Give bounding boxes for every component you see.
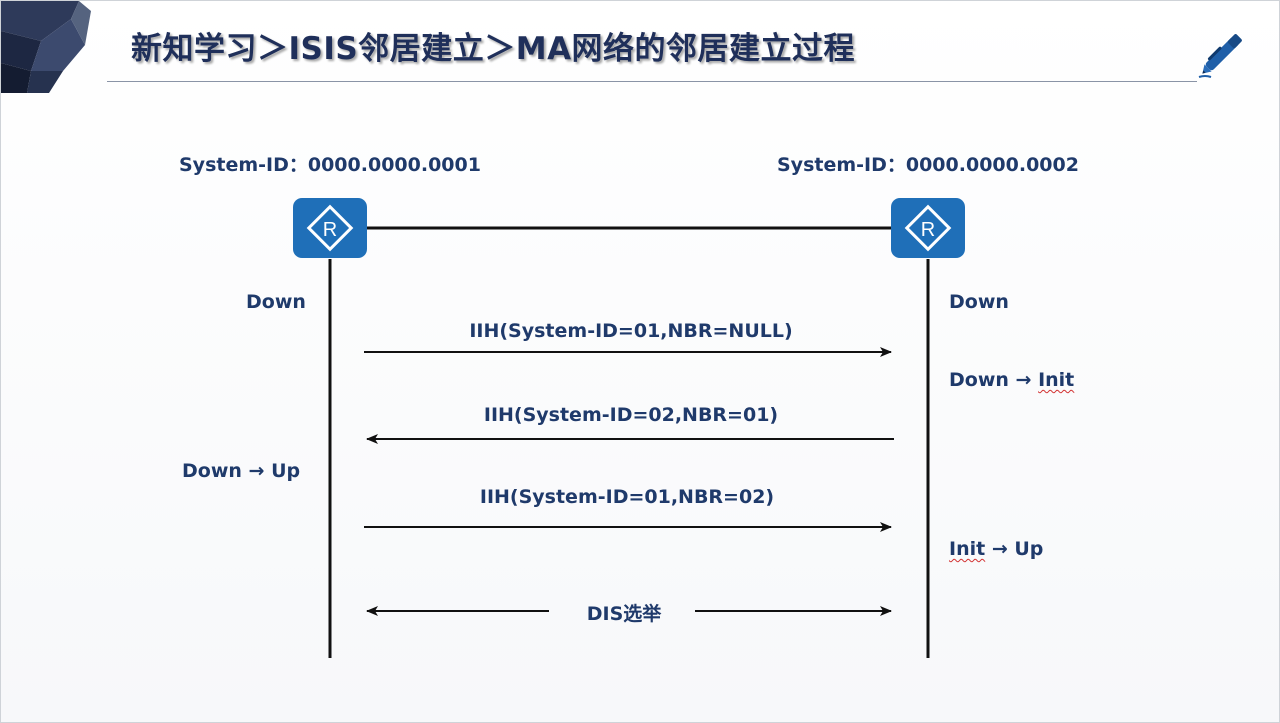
left-system-id: System-ID：0000.0000.0001: [179, 154, 481, 176]
message-label-2: IIH(System-ID=02,NBR=01): [483, 404, 779, 426]
left-state-initial: Down: [246, 291, 306, 313]
state-to: Init: [1038, 369, 1075, 391]
state-from: Down: [949, 369, 1009, 391]
pen-icon: [1198, 34, 1242, 78]
state-to: Up: [271, 460, 301, 482]
state-to: Up: [1014, 538, 1044, 560]
message-label-1: IIH(System-ID=01,NBR=NULL): [469, 320, 793, 342]
corner-decoration-icon: [1, 1, 91, 93]
arrow-right-icon: →: [1015, 369, 1039, 391]
state-from: Down: [182, 460, 242, 482]
svg-text:R: R: [921, 219, 935, 241]
message-label-3: IIH(System-ID=01,NBR=02): [479, 486, 775, 508]
svg-text:R: R: [323, 219, 337, 241]
right-state-initial: Down: [949, 291, 1009, 313]
state-from: Init: [949, 538, 986, 560]
right-system-id: System-ID：0000.0000.0002: [777, 154, 1079, 176]
page-title: 新知学习＞ISIS邻居建立＞MA网络的邻居建立过程: [131, 31, 856, 67]
arrow-right-icon: →: [248, 460, 272, 482]
arrow-right-icon: →: [991, 538, 1015, 560]
dis-election-label: DIS选举: [586, 603, 662, 625]
right-state-transition-1: Down → Init: [949, 369, 1074, 391]
right-router-icon: R: [891, 198, 965, 258]
left-router-icon: R: [293, 198, 367, 258]
left-state-transition: Down → Up: [182, 460, 300, 482]
right-state-transition-2: Init → Up: [949, 538, 1043, 560]
title-divider: [107, 81, 1197, 82]
